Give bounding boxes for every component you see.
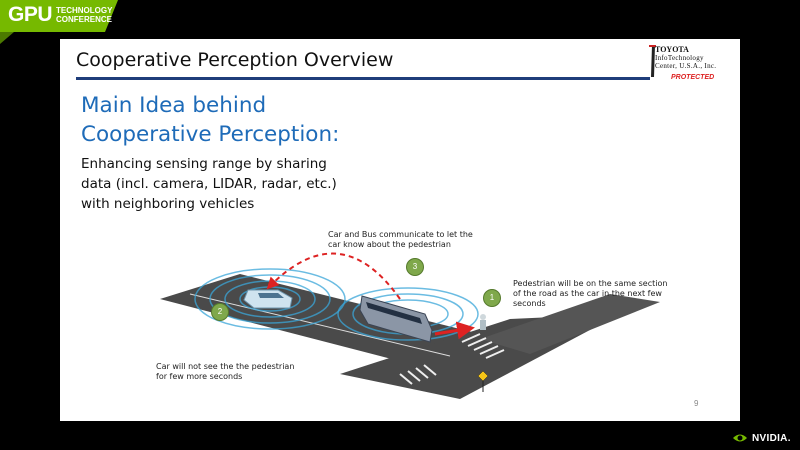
nvidia-logo: NVIDIA. bbox=[732, 431, 791, 445]
callout-3: Car and Bus communicate to let the car k… bbox=[328, 230, 473, 250]
callout3-line1: Car and Bus communicate to let the bbox=[328, 230, 473, 239]
callout-1: Pedestrian will be on the same section o… bbox=[513, 279, 667, 309]
page-number: 9 bbox=[694, 399, 699, 408]
pedestrian-icon bbox=[480, 314, 486, 330]
badge-2: 2 bbox=[211, 303, 229, 321]
heading-line2: Cooperative Perception: bbox=[81, 122, 340, 147]
toyota-mark-icon bbox=[649, 45, 656, 77]
protected-label: PROTECTED bbox=[671, 74, 715, 81]
description: Enhancing sensing range by sharing data … bbox=[81, 154, 337, 214]
heading-line1: Main Idea behind bbox=[81, 93, 267, 118]
road-sign-icon bbox=[477, 370, 489, 392]
bus-icon bbox=[359, 295, 433, 343]
callout1-line3: seconds bbox=[513, 299, 546, 308]
badge-1: 1 bbox=[483, 289, 501, 307]
nvidia-eye-icon bbox=[733, 434, 747, 442]
communication-arc bbox=[266, 252, 401, 300]
slide-title: Cooperative Perception Overview bbox=[76, 49, 394, 71]
main-heading: Main Idea behind Cooperative Perception: bbox=[81, 91, 339, 149]
badge-3: 3 bbox=[406, 258, 424, 276]
title-rule bbox=[76, 77, 650, 80]
gtc-gpu-text: GPU bbox=[8, 3, 53, 26]
callout3-line2: car know about the pedestrian bbox=[328, 240, 451, 249]
desc-line3: with neighboring vehicles bbox=[81, 196, 255, 212]
pedestrian-arrow bbox=[434, 321, 475, 340]
toyota-logo: TOYOTA InfoTechnology Center, U.S.A., In… bbox=[645, 43, 740, 85]
toyota-line2: InfoTechnology bbox=[655, 54, 704, 62]
desc-line2: data (incl. camera, LIDAR, radar, etc.) bbox=[81, 176, 337, 192]
gtc-logo: GPU TECHNOLOGY CONFERENCE bbox=[0, 0, 118, 44]
cross-road-far bbox=[480, 294, 660, 354]
callout1-line1: Pedestrian will be on the same section bbox=[513, 279, 668, 288]
callout2-line1: Car will not see the the pedestrian bbox=[156, 362, 295, 371]
toyota-line1: TOYOTA bbox=[655, 45, 689, 54]
car-icon bbox=[243, 289, 293, 309]
intersection-diagram: Car and Bus communicate to let the car k… bbox=[150, 224, 670, 409]
callout2-line2: for few more seconds bbox=[156, 372, 243, 381]
toyota-line3: Center, U.S.A., Inc. bbox=[655, 62, 717, 70]
callout1-line2: of the road as the car in the next few bbox=[513, 289, 662, 298]
gtc-line1: TECHNOLOGY bbox=[56, 6, 113, 15]
nvidia-wordmark: NVIDIA. bbox=[752, 432, 791, 444]
gtc-line2: CONFERENCE bbox=[56, 15, 113, 24]
desc-line1: Enhancing sensing range by sharing bbox=[81, 156, 327, 172]
slide: Cooperative Perception Overview TOYOTA I… bbox=[60, 39, 740, 421]
callout-2: Car will not see the the pedestrian for … bbox=[156, 362, 294, 382]
